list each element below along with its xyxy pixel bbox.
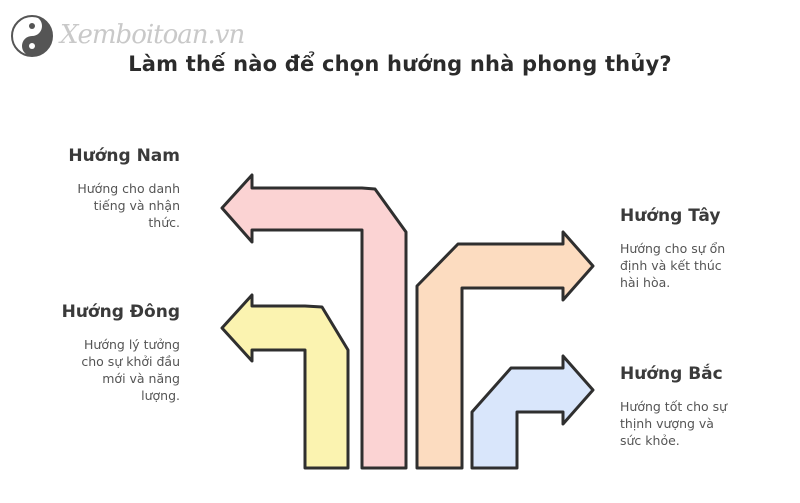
arrow-dong xyxy=(220,293,350,470)
arrow-tay xyxy=(415,230,595,470)
direction-tay-desc: Hướng cho sự ổn định và kết thúc hài hòa… xyxy=(620,241,726,290)
direction-bac: Hướng Bắc Hướng tốt cho sự thịnh vượng v… xyxy=(620,364,770,449)
direction-bac-desc: Hướng tốt cho sự thịnh vượng và sức khỏe… xyxy=(620,399,728,448)
direction-bac-title: Hướng Bắc xyxy=(620,364,723,384)
direction-dong: Hướng Đông Hướng lý tưởng cho sự khởi đầ… xyxy=(40,302,180,404)
direction-dong-desc: Hướng lý tưởng cho sự khởi đầu mới và nă… xyxy=(81,337,180,403)
direction-nam-title: Hướng Nam xyxy=(68,146,180,166)
yin-yang-icon xyxy=(11,15,53,57)
logo-text: Xemboitoan.vn xyxy=(60,20,245,50)
site-logo: Xemboitoan.vn xyxy=(8,6,245,66)
arrow-bac xyxy=(470,354,595,470)
direction-dong-title: Hướng Đông xyxy=(61,302,180,322)
arrow-nam xyxy=(220,173,408,470)
direction-nam-desc: Hướng cho danh tiếng và nhận thức. xyxy=(77,181,180,230)
page-title: Làm thế nào để chọn hướng nhà phong thủy… xyxy=(128,52,672,76)
direction-tay: Hướng Tây Hướng cho sự ổn định và kết th… xyxy=(620,206,770,291)
direction-nam: Hướng Nam Hướng cho danh tiếng và nhận t… xyxy=(40,146,180,231)
direction-tay-title: Hướng Tây xyxy=(620,206,721,226)
